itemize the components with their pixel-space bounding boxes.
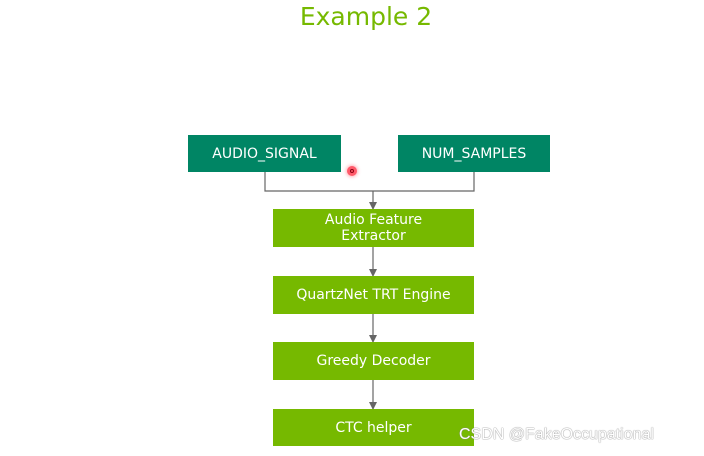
audio-feature-extractor-box: Audio Feature Extractor xyxy=(273,209,474,247)
merge-connector xyxy=(264,172,475,192)
greedy-decoder-label: Greedy Decoder xyxy=(316,353,431,369)
ctc-helper-label: CTC helper xyxy=(335,419,412,436)
audio-feature-extractor-label: Audio Feature Extractor xyxy=(324,212,423,244)
slide-title: Example 2 xyxy=(299,2,433,31)
ctc-helper-box: CTC helper xyxy=(273,409,474,446)
num-samples-label: NUM_SAMPLES xyxy=(421,145,527,162)
greedy-decoder-box: Greedy Decoder xyxy=(273,342,474,380)
audio-signal-label: AUDIO_SIGNAL xyxy=(212,145,317,162)
num-samples-box: NUM_SAMPLES xyxy=(398,135,550,172)
quartznet-trt-engine-label: QuartzNet TRT Engine xyxy=(296,287,451,303)
quartznet-trt-engine-box: QuartzNet TRT Engine xyxy=(273,276,474,314)
watermark: CSDN @FakeOccupational xyxy=(459,426,654,443)
audio-signal-box: AUDIO_SIGNAL xyxy=(188,135,341,172)
laser-pointer-icon xyxy=(347,166,357,176)
